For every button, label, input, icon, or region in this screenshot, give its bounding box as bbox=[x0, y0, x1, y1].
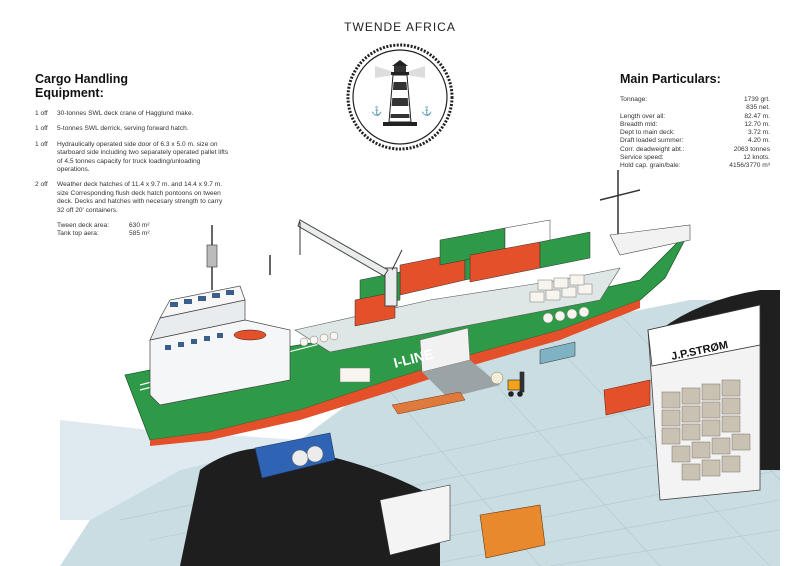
equipment-item: 1 off 5-tonnes SWL derrick, serving forw… bbox=[35, 125, 230, 133]
main-particulars-title: Main Particulars: bbox=[620, 72, 721, 86]
forklift bbox=[507, 371, 525, 397]
area-row: Tank top aera: 585 m² bbox=[57, 230, 150, 238]
particular-row: Length over all:82.47 m. bbox=[620, 112, 770, 120]
cargo-handling-title: Cargo Handling Equipment: bbox=[35, 72, 129, 100]
equipment-qty: 1 off bbox=[35, 110, 48, 117]
orange-crate bbox=[479, 504, 546, 559]
equipment-qty: 1 off bbox=[35, 140, 48, 148]
equipment-qty: 2 off bbox=[35, 181, 48, 189]
deck-crane bbox=[297, 219, 403, 307]
svg-text:⚓: ⚓ bbox=[421, 105, 432, 116]
cargo-handling-section: Cargo Handling Equipment: 1 off 30-tonne… bbox=[35, 72, 230, 239]
particular-row: Corr. deadweight abt.:2063 tonnes bbox=[620, 145, 770, 153]
particular-row: Service speed:12 knots. bbox=[620, 154, 770, 162]
particular-row: Breadth mld:12.70 m. bbox=[620, 120, 770, 128]
equipment-item: 2 off Weather deck hatches of 11.4 x 9.7… bbox=[35, 181, 230, 215]
equipment-desc: Hydraulically operated side door of 6.3 … bbox=[57, 140, 229, 174]
side-door-ramp bbox=[422, 360, 500, 398]
warehouse: J.P.STRØM bbox=[647, 290, 780, 501]
red-shed bbox=[603, 379, 651, 416]
ship-illustration: I-LINE J.P.STRØM bbox=[60, 170, 781, 566]
equipment-desc: Weather deck hatches of 11.4 x 9.7 m. an… bbox=[57, 181, 223, 214]
main-particulars-section: Main Particulars: Tonnage:1739 grt. 835 … bbox=[620, 72, 770, 171]
particular-row: Tonnage:1739 grt. bbox=[620, 96, 770, 103]
particular-row: Hold cap. grain/bale:4156/3770 m³ bbox=[620, 162, 770, 170]
pallet-stack bbox=[539, 341, 576, 365]
deck-areas: Tween deck area: 630 m² Tank top aera: 5… bbox=[57, 222, 230, 239]
timber-stack bbox=[391, 391, 466, 415]
particular-row: 835 net. bbox=[746, 104, 770, 112]
lighthouse-logo: ⚓ ⚓ bbox=[346, 43, 454, 151]
equipment-desc: 5-tonnes SWL derrick, serving forward ha… bbox=[57, 125, 189, 133]
water bbox=[60, 420, 300, 520]
svg-text:⚓: ⚓ bbox=[371, 105, 382, 116]
stacked-crates bbox=[661, 379, 751, 481]
equipment-qty: 1 off bbox=[35, 125, 48, 133]
equipment-desc: 30-tonnes SWL deck crane of Hagglund mak… bbox=[57, 110, 194, 117]
particular-row: Draft loaded summer:4.20 m. bbox=[620, 137, 770, 145]
foreground-shed-front bbox=[379, 484, 451, 556]
truck bbox=[254, 432, 336, 479]
equipment-item: 1 off 30-tonnes SWL deck crane of Hagglu… bbox=[35, 110, 230, 118]
page-title: TWENDE AFRICA bbox=[344, 20, 456, 34]
bagged-cargo bbox=[299, 274, 593, 383]
area-row: Tween deck area: 630 m² bbox=[57, 222, 150, 230]
equipment-item: 1 off Hydraulically operated side door o… bbox=[35, 141, 230, 175]
forecastle bbox=[609, 224, 691, 256]
particular-row: Dept to main deck:3.72 m. bbox=[620, 129, 770, 137]
lifeboat bbox=[233, 329, 267, 341]
foreground-shed-roof bbox=[180, 447, 440, 566]
